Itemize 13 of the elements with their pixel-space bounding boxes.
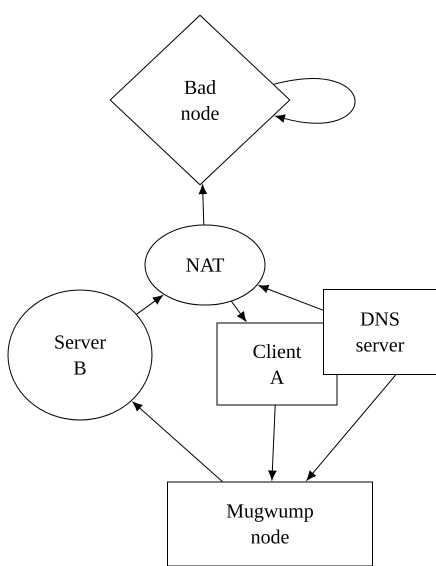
process-box: DNS server bbox=[323, 289, 436, 375]
loop-arrow bbox=[273, 78, 356, 124]
arrow bbox=[198, 184, 207, 226]
ellipse-node: Server B bbox=[8, 290, 152, 420]
arrow bbox=[231, 300, 246, 322]
process-box: Mugwump node bbox=[167, 482, 373, 566]
process-box: Client A bbox=[216, 322, 338, 406]
arrow bbox=[132, 402, 223, 482]
arrow bbox=[136, 295, 163, 315]
arrow bbox=[258, 285, 324, 311]
arrow bbox=[268, 405, 276, 480]
arrow bbox=[306, 374, 396, 481]
ellipse-node: NAT bbox=[144, 224, 266, 306]
